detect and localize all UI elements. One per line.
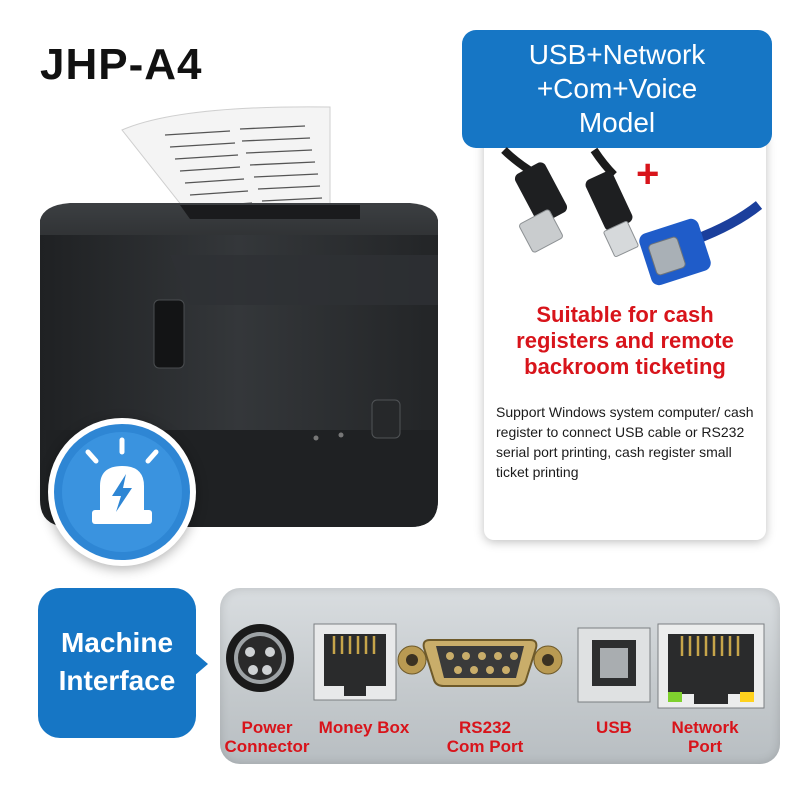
ports-image: [226, 623, 765, 709]
highlight-line: registers and remote: [516, 328, 734, 353]
voice-alarm-badge: [48, 418, 196, 566]
cables-image: +: [501, 147, 763, 286]
port-label-line: USB: [596, 718, 632, 737]
money-box-port-icon: [313, 623, 397, 701]
highlight-line: Suitable for cash: [536, 302, 714, 327]
port-label-line: Power: [241, 718, 293, 737]
port-label-line: Com Port: [446, 737, 524, 756]
machine-interface-label: Machine Interface: [38, 588, 196, 738]
port-label-money-box: Money Box: [312, 718, 416, 737]
alarm-light-icon: [54, 424, 190, 560]
port-label-line: Money Box: [318, 718, 410, 737]
receipt-paper: [121, 106, 331, 236]
port-label-rs232: RS232 Com Port: [440, 718, 530, 756]
feature-description: Support Windows system computer/ cash re…: [496, 404, 754, 480]
interface-label-line: Machine: [60, 627, 174, 658]
model-variant-header: USB+Network +Com+Voice Model: [462, 30, 772, 148]
power-connector-icon: [226, 624, 294, 692]
port-label-power: Power Connector: [222, 718, 312, 756]
usb-port-icon: [577, 627, 651, 703]
header-line: USB+Network: [528, 39, 706, 70]
serial-cable-icon: [639, 201, 763, 286]
usage-highlight: Suitable for cash registers and remote b…: [486, 302, 764, 380]
port-label-usb: USB: [582, 718, 646, 737]
port-label-line: Port: [688, 737, 722, 756]
network-port-icon: [657, 623, 765, 709]
pointer-arrow-icon: [194, 652, 208, 676]
plus-symbol: +: [636, 152, 659, 196]
header-line: Model: [578, 107, 656, 138]
usb-cable-icon: [501, 147, 639, 258]
highlight-line: backroom ticketing: [524, 354, 726, 379]
port-label-line: Connector: [224, 737, 310, 756]
port-label-network: Network Port: [660, 718, 750, 756]
rs232-port-icon: [397, 639, 563, 687]
model-title: JHP-A4: [40, 40, 203, 89]
header-line: +Com+Voice: [536, 73, 698, 104]
port-label-line: Network: [671, 718, 739, 737]
interface-label-line: Interface: [58, 665, 176, 696]
port-label-line: RS232: [459, 718, 511, 737]
